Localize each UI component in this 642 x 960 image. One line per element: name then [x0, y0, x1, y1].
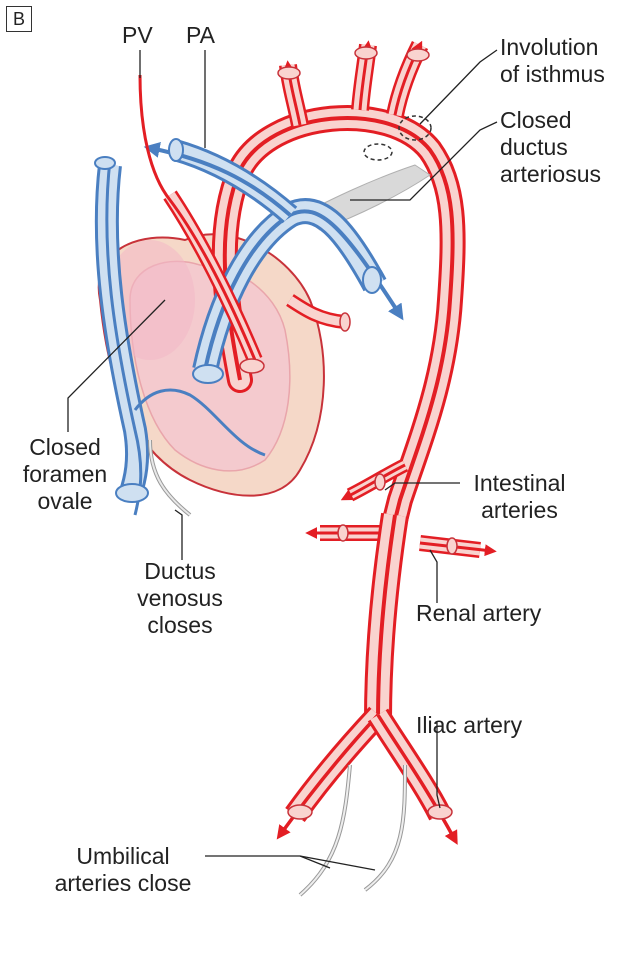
label-foramen-line1: Closed [29, 434, 101, 460]
label-umbilical-line2: arteries close [54, 870, 192, 896]
abdominal-branches [305, 458, 497, 558]
label-intestinal-line2: arteries [481, 497, 558, 523]
label-umbilical-line1: Umbilical [76, 843, 170, 869]
closed-umbilical-arteries [298, 764, 407, 897]
label-closed-ductus: Closed ductus arteriosus [500, 107, 601, 188]
ductus-marker [363, 143, 393, 161]
label-involution-line2: of isthmus [500, 61, 605, 87]
iliac-arteries [276, 706, 458, 845]
label-closed-ductus-line2: ductus [500, 134, 568, 160]
label-foramen-line3: ovale [37, 488, 93, 514]
leader-lines [67, 49, 498, 871]
label-ductus-venosus: Ductus venosus closes [120, 558, 240, 639]
label-involution: Involution of isthmus [500, 34, 605, 88]
label-intestinal-line1: Intestinal [473, 470, 566, 496]
panel-letter: B [6, 6, 32, 32]
isthmus-marker [398, 115, 432, 141]
label-foramen-line2: foramen [22, 461, 108, 487]
aorta [211, 40, 466, 533]
label-intestinal: Intestinal arteries [462, 470, 577, 524]
label-iliac: Iliac artery [416, 712, 523, 738]
vena-cava [94, 156, 266, 516]
label-involution-line1: Involution [500, 34, 599, 60]
label-ductus-venosus-line3: closes [147, 612, 213, 638]
label-ductus-venosus-line2: venosus [137, 585, 223, 611]
label-closed-ductus-line3: arteriosus [500, 161, 601, 187]
label-ductus-venosus-line1: Ductus [144, 558, 216, 584]
label-pa: PA [186, 22, 215, 48]
lower-aorta [364, 512, 409, 721]
arch-branches [277, 40, 430, 127]
aorta-center [222, 115, 455, 521]
label-umbilical: Umbilical arteries close [38, 843, 208, 897]
pulmonary-artery [143, 138, 404, 384]
label-foramen: Closed foramen ovale [10, 434, 120, 515]
label-closed-ductus-line1: Closed [500, 107, 572, 133]
label-pv: PV [122, 22, 153, 48]
label-renal: Renal artery [416, 600, 542, 626]
pulmonary-vein [138, 74, 351, 374]
